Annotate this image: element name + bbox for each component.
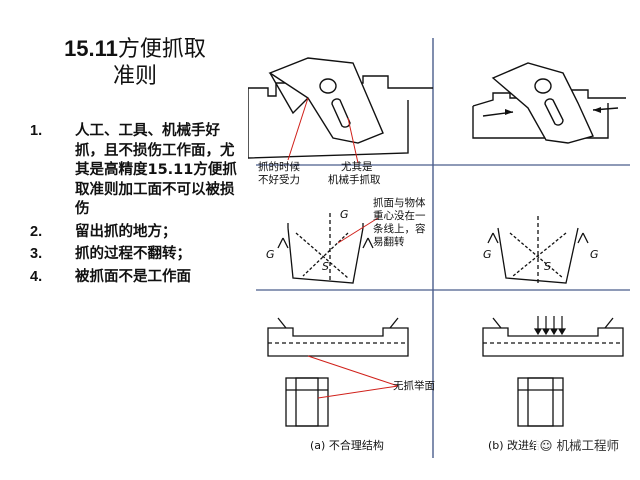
- annotation-flip-1: 抓面与物体: [373, 196, 426, 209]
- container-bad-drawing: [277, 213, 374, 284]
- watermark-text: 机械工程师: [556, 438, 619, 453]
- label-gravity-left: G: [266, 248, 275, 261]
- label-center-right: S: [544, 260, 551, 273]
- list-item: 3. 抓的过程不翻转；: [30, 245, 240, 265]
- list-item: 4. 被抓面不是工作面: [30, 268, 240, 288]
- label-gravity-right-2: G: [590, 248, 599, 261]
- title-line-1: 15.11方便抓取: [40, 35, 230, 63]
- annotation-no-grasp-surface: 无抓举面: [393, 379, 435, 392]
- title-number: 15.11: [64, 36, 118, 61]
- rule-list: 1. 人工、工具、机械手好抓，且不损伤工作面，尤其是高精度15.11方便抓取准则加…: [30, 122, 240, 290]
- annotation-robot-grab-2: 机械手抓取: [328, 173, 381, 186]
- title-text: 方便抓取: [117, 37, 206, 62]
- label-center-left: S: [322, 260, 329, 273]
- annotation-hard-to-force-1: 抓的时候: [258, 160, 300, 173]
- list-text: 抓的过程不翻转；: [75, 246, 191, 262]
- list-text: 留出抓的地方；: [75, 223, 177, 240]
- annotation-flip-4: 易翻转: [373, 235, 405, 248]
- bracket-good-drawing: [472, 62, 626, 144]
- annotation-flip-3: 条线上，容: [373, 222, 426, 235]
- slide-title: 15.11方便抓取 准则: [40, 35, 230, 90]
- grasping-diagram: 抓的时候 不好受力 尤其是 机械手抓取: [248, 38, 630, 458]
- annotation-robot-grab-1: 尤其是: [341, 160, 373, 173]
- list-item: 1. 人工、工具、机械手好抓，且不损伤工作面，尤其是高精度15.11方便抓取准则加…: [30, 122, 240, 220]
- list-index: 4.: [30, 268, 43, 285]
- wechat-icon: ☺: [539, 438, 553, 453]
- label-gravity-right: G: [483, 248, 492, 261]
- list-index: 1.: [30, 123, 43, 139]
- title-line-2: 准则: [112, 64, 157, 89]
- watermark: ☺ 机械工程师: [536, 435, 622, 454]
- indicator-lines-top-left: [287, 97, 359, 164]
- indicator-lines-bottom: [307, 355, 399, 399]
- container-good-drawing: [487, 216, 589, 286]
- grip-arrows-top-right: [505, 107, 601, 115]
- caption-bad: (a) 不合理结构: [310, 438, 384, 452]
- part-bad-drawing: [267, 317, 409, 427]
- indicator-line-mid-left: [337, 217, 379, 244]
- list-index: 3.: [30, 246, 43, 262]
- list-text: 人工、工具、机械手好抓，且不损伤工作面，尤其是高精度15.11方便抓取准则加工面…: [75, 123, 237, 217]
- annotation-flip-2: 重心没在一: [373, 209, 426, 222]
- part-good-drawing: [482, 317, 624, 427]
- label-gravity-left-top: G: [340, 208, 349, 221]
- annotation-hard-to-force-2: 不好受力: [258, 173, 300, 186]
- list-index: 2.: [30, 223, 43, 240]
- press-arrows: [533, 316, 567, 336]
- list-text: 被抓面不是工作面: [75, 268, 191, 285]
- caption-good: (b) 改进结构: [488, 438, 551, 452]
- bracket-bad-drawing: [248, 57, 433, 159]
- list-item: 2. 留出抓的地方；: [30, 223, 240, 243]
